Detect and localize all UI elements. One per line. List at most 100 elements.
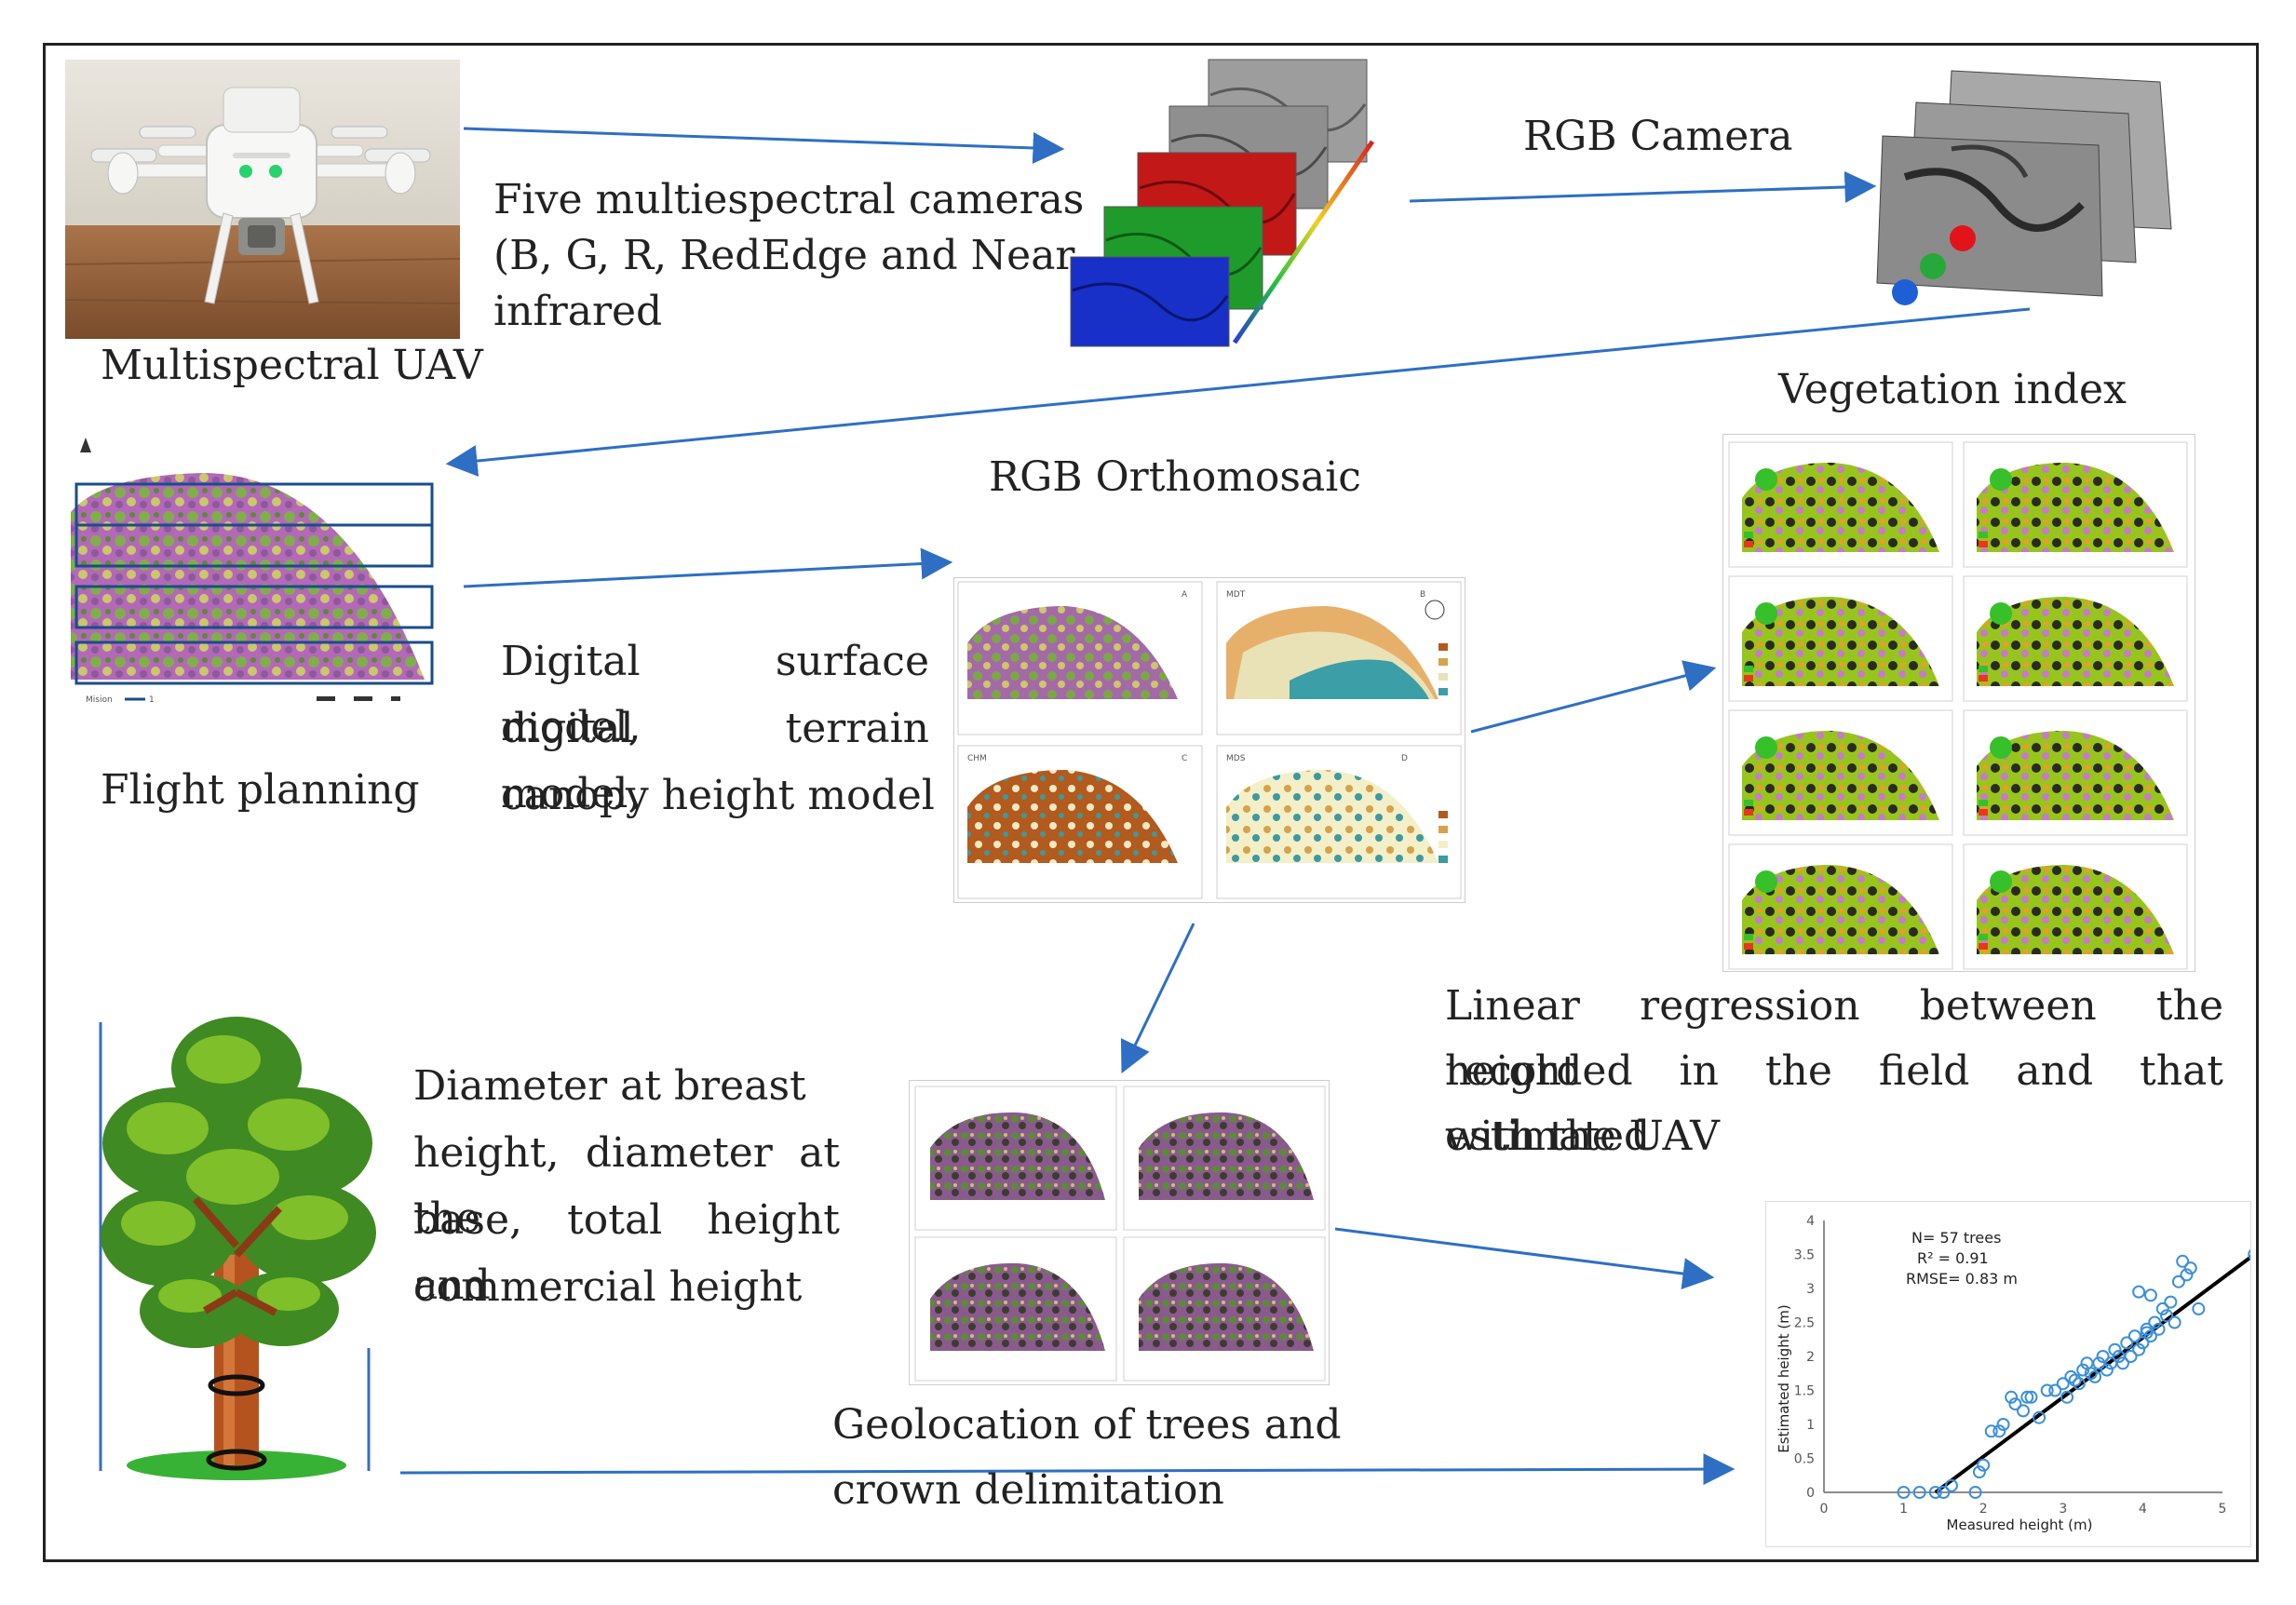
chart-annotation-n: N= 57 trees [1911, 1229, 2001, 1247]
data-point [2124, 1350, 2138, 1363]
rgb-green-dot [1920, 253, 1946, 279]
data-point [2072, 1377, 2086, 1391]
vegetation-index-map [1963, 441, 2188, 568]
measures-line-1: Diameter at breast [413, 1062, 806, 1110]
data-point [1984, 1424, 1998, 1438]
rgb-blue-dot [1892, 279, 1918, 305]
data-point [2060, 1390, 2074, 1404]
uav-drone-icon [65, 60, 460, 339]
data-point [2024, 1390, 2038, 1404]
data-point [2017, 1404, 2030, 1418]
rgb-camera-label: RGB Camera [1523, 113, 1793, 160]
geolocation-line-1: Geolocation of trees and [832, 1401, 1342, 1449]
data-point [2155, 1302, 2169, 1315]
data-point [1996, 1418, 2010, 1431]
surface-models-panel: A MDT B CHM C MDS D [953, 577, 1465, 903]
data-point [1977, 1458, 1991, 1472]
data-point [2176, 1254, 2190, 1268]
data-point [1912, 1486, 1926, 1499]
data-point [2068, 1373, 2082, 1387]
panel-a-letter: A [1182, 590, 1188, 600]
data-point [2040, 1383, 2054, 1397]
panel-a-orthomosaic [967, 606, 1178, 699]
measures-line-4: commercial height [413, 1263, 803, 1311]
y-tick-label: 3 [1806, 1282, 1815, 1297]
x-tick-label: 3 [2059, 1502, 2067, 1517]
x-tick-label: 0 [1820, 1502, 1829, 1517]
data-point [2132, 1285, 2146, 1299]
data-point [2132, 1342, 2146, 1356]
panel-d-letter: D [1401, 754, 1408, 763]
panel-c-letter: C [1182, 754, 1187, 763]
x-tick-label: 1 [1899, 1502, 1908, 1517]
vegetation-index-map [1728, 441, 1953, 568]
regression-line-2: recorded in the field and that estimated [1445, 1047, 2223, 1160]
tree-illustration [93, 1013, 382, 1488]
data-point [2192, 1302, 2206, 1315]
panel-d-dsm [1226, 770, 1438, 863]
vegetation-index-map [1963, 709, 2188, 836]
data-point [2120, 1336, 2134, 1350]
data-point [2033, 1410, 2046, 1424]
y-tick-label: 1 [1806, 1418, 1815, 1433]
regression-chart: N= 57 trees R² = 0.91 RMSE= 0.83 m Measu… [1765, 1201, 2251, 1547]
data-point [2064, 1369, 2078, 1383]
measures-line-2: height, diameter at the [413, 1129, 840, 1242]
data-point [2143, 1288, 2157, 1302]
data-point [2164, 1295, 2178, 1309]
data-point [2127, 1329, 2141, 1343]
data-point [2143, 1329, 2157, 1343]
north-arrow-icon [80, 438, 91, 452]
chart-ylabel: Estimated height (m) [1776, 1304, 1792, 1452]
panel-d-title: MDS [1226, 754, 1246, 763]
data-point [2140, 1326, 2154, 1340]
dbh-ring [208, 1374, 265, 1396]
data-point [2076, 1363, 2090, 1377]
geolocation-map [1123, 1086, 1326, 1231]
cameras-line-1: Five multiespectral cameras [493, 176, 1085, 223]
vegetation-index-map [1963, 843, 2188, 970]
base-ring [206, 1449, 267, 1471]
y-tick-label: 1.5 [1794, 1384, 1815, 1399]
geolocation-panel [909, 1080, 1330, 1385]
regression-line-3: with the UAV [1445, 1113, 1720, 1160]
data-point [2248, 1248, 2250, 1261]
data-point [2116, 1356, 2129, 1370]
flight-line [74, 523, 434, 568]
data-point [2168, 1315, 2181, 1329]
regression-line-1: Linear regression between the height [1445, 982, 2223, 1095]
panel-c-title: CHM [967, 754, 987, 763]
chart-annotation-rmse: RMSE= 0.83 m [1906, 1270, 2018, 1288]
flight-legend-value: 1 [149, 695, 155, 705]
vegetation-index-map [1728, 709, 1953, 836]
data-point [2005, 1390, 2019, 1404]
x-tick-label: 5 [2219, 1502, 2227, 1517]
vegetation-index-map [1728, 575, 1953, 702]
flight-legend-label: Mision [86, 695, 113, 705]
y-tick-label: 0 [1806, 1486, 1815, 1501]
flight-planning-label: Flight planning [101, 766, 420, 814]
y-tick-label: 0.5 [1794, 1452, 1815, 1467]
data-point [2084, 1367, 2098, 1381]
data-point [2180, 1268, 2194, 1282]
geolocation-map [914, 1236, 1117, 1382]
data-point [1944, 1478, 1958, 1492]
data-point [1928, 1486, 1942, 1499]
geolocation-map [1123, 1236, 1326, 1382]
models-line-2: digital terrain model, [501, 705, 929, 817]
panel-b-title: MDT [1226, 590, 1246, 600]
data-point [1972, 1465, 1986, 1479]
chart-xlabel: Measured height (m) [1947, 1517, 2093, 1533]
flight-line [74, 641, 434, 685]
flight-line [74, 585, 434, 629]
vegetation-index-label: Vegetation index [1778, 366, 2127, 413]
y-tick-label: 4 [1806, 1214, 1815, 1229]
data-point [2056, 1377, 2070, 1391]
data-point [1992, 1424, 2006, 1438]
data-point [2100, 1363, 2114, 1377]
data-point [2048, 1383, 2062, 1397]
geolocation-map [914, 1086, 1117, 1231]
data-point [2108, 1342, 2122, 1356]
rgb-image-stack [1840, 65, 2175, 317]
data-point [2171, 1275, 2185, 1288]
